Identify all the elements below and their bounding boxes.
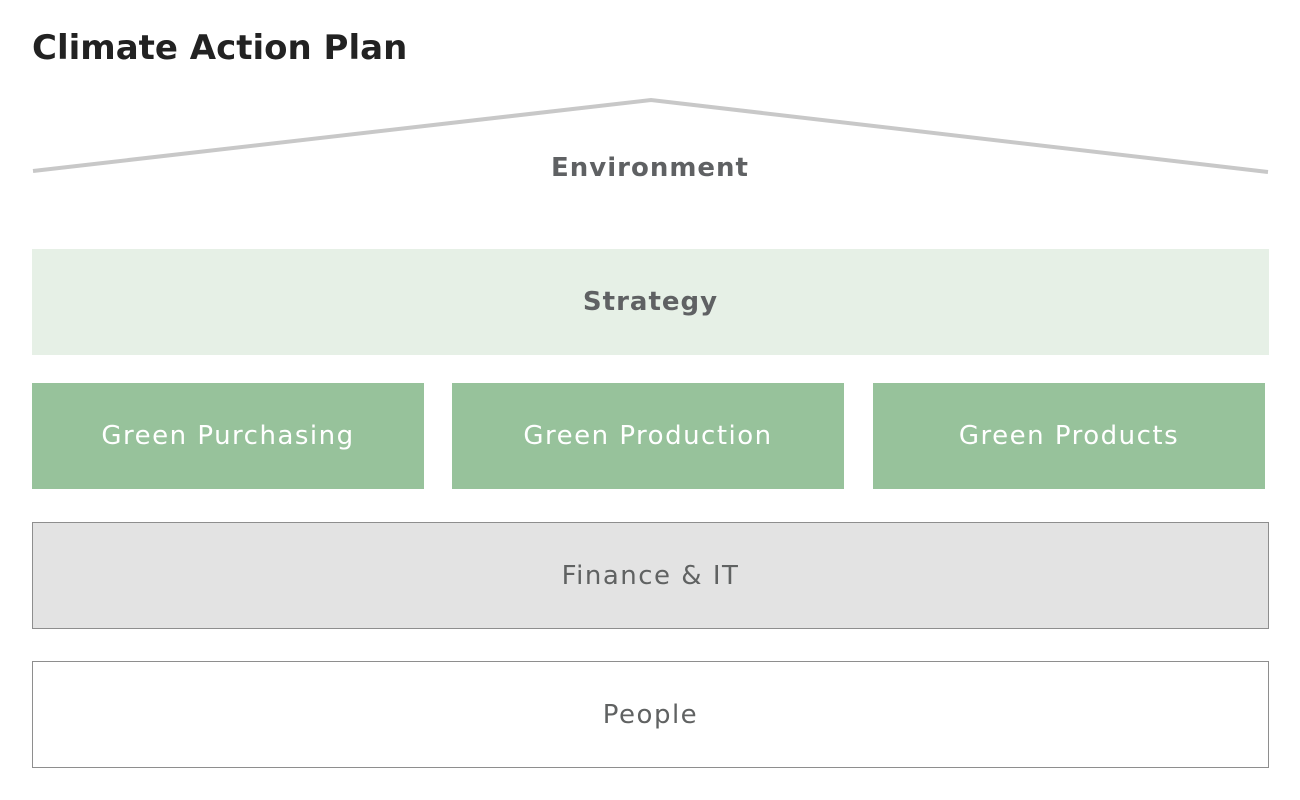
pillar-green-products: Green Products (873, 383, 1265, 489)
strategy-band: Strategy (32, 249, 1269, 355)
roof-outline (32, 97, 1269, 174)
roof-label-environment: Environment (551, 153, 749, 183)
people-foundation-band: People (32, 661, 1269, 768)
finance-it-band: Finance & IT (32, 522, 1269, 629)
pillar-green-production: Green Production (452, 383, 844, 489)
diagram-title: Climate Action Plan (32, 28, 408, 68)
pillar-green-purchasing: Green Purchasing (32, 383, 424, 489)
roof-line (32, 97, 1269, 174)
